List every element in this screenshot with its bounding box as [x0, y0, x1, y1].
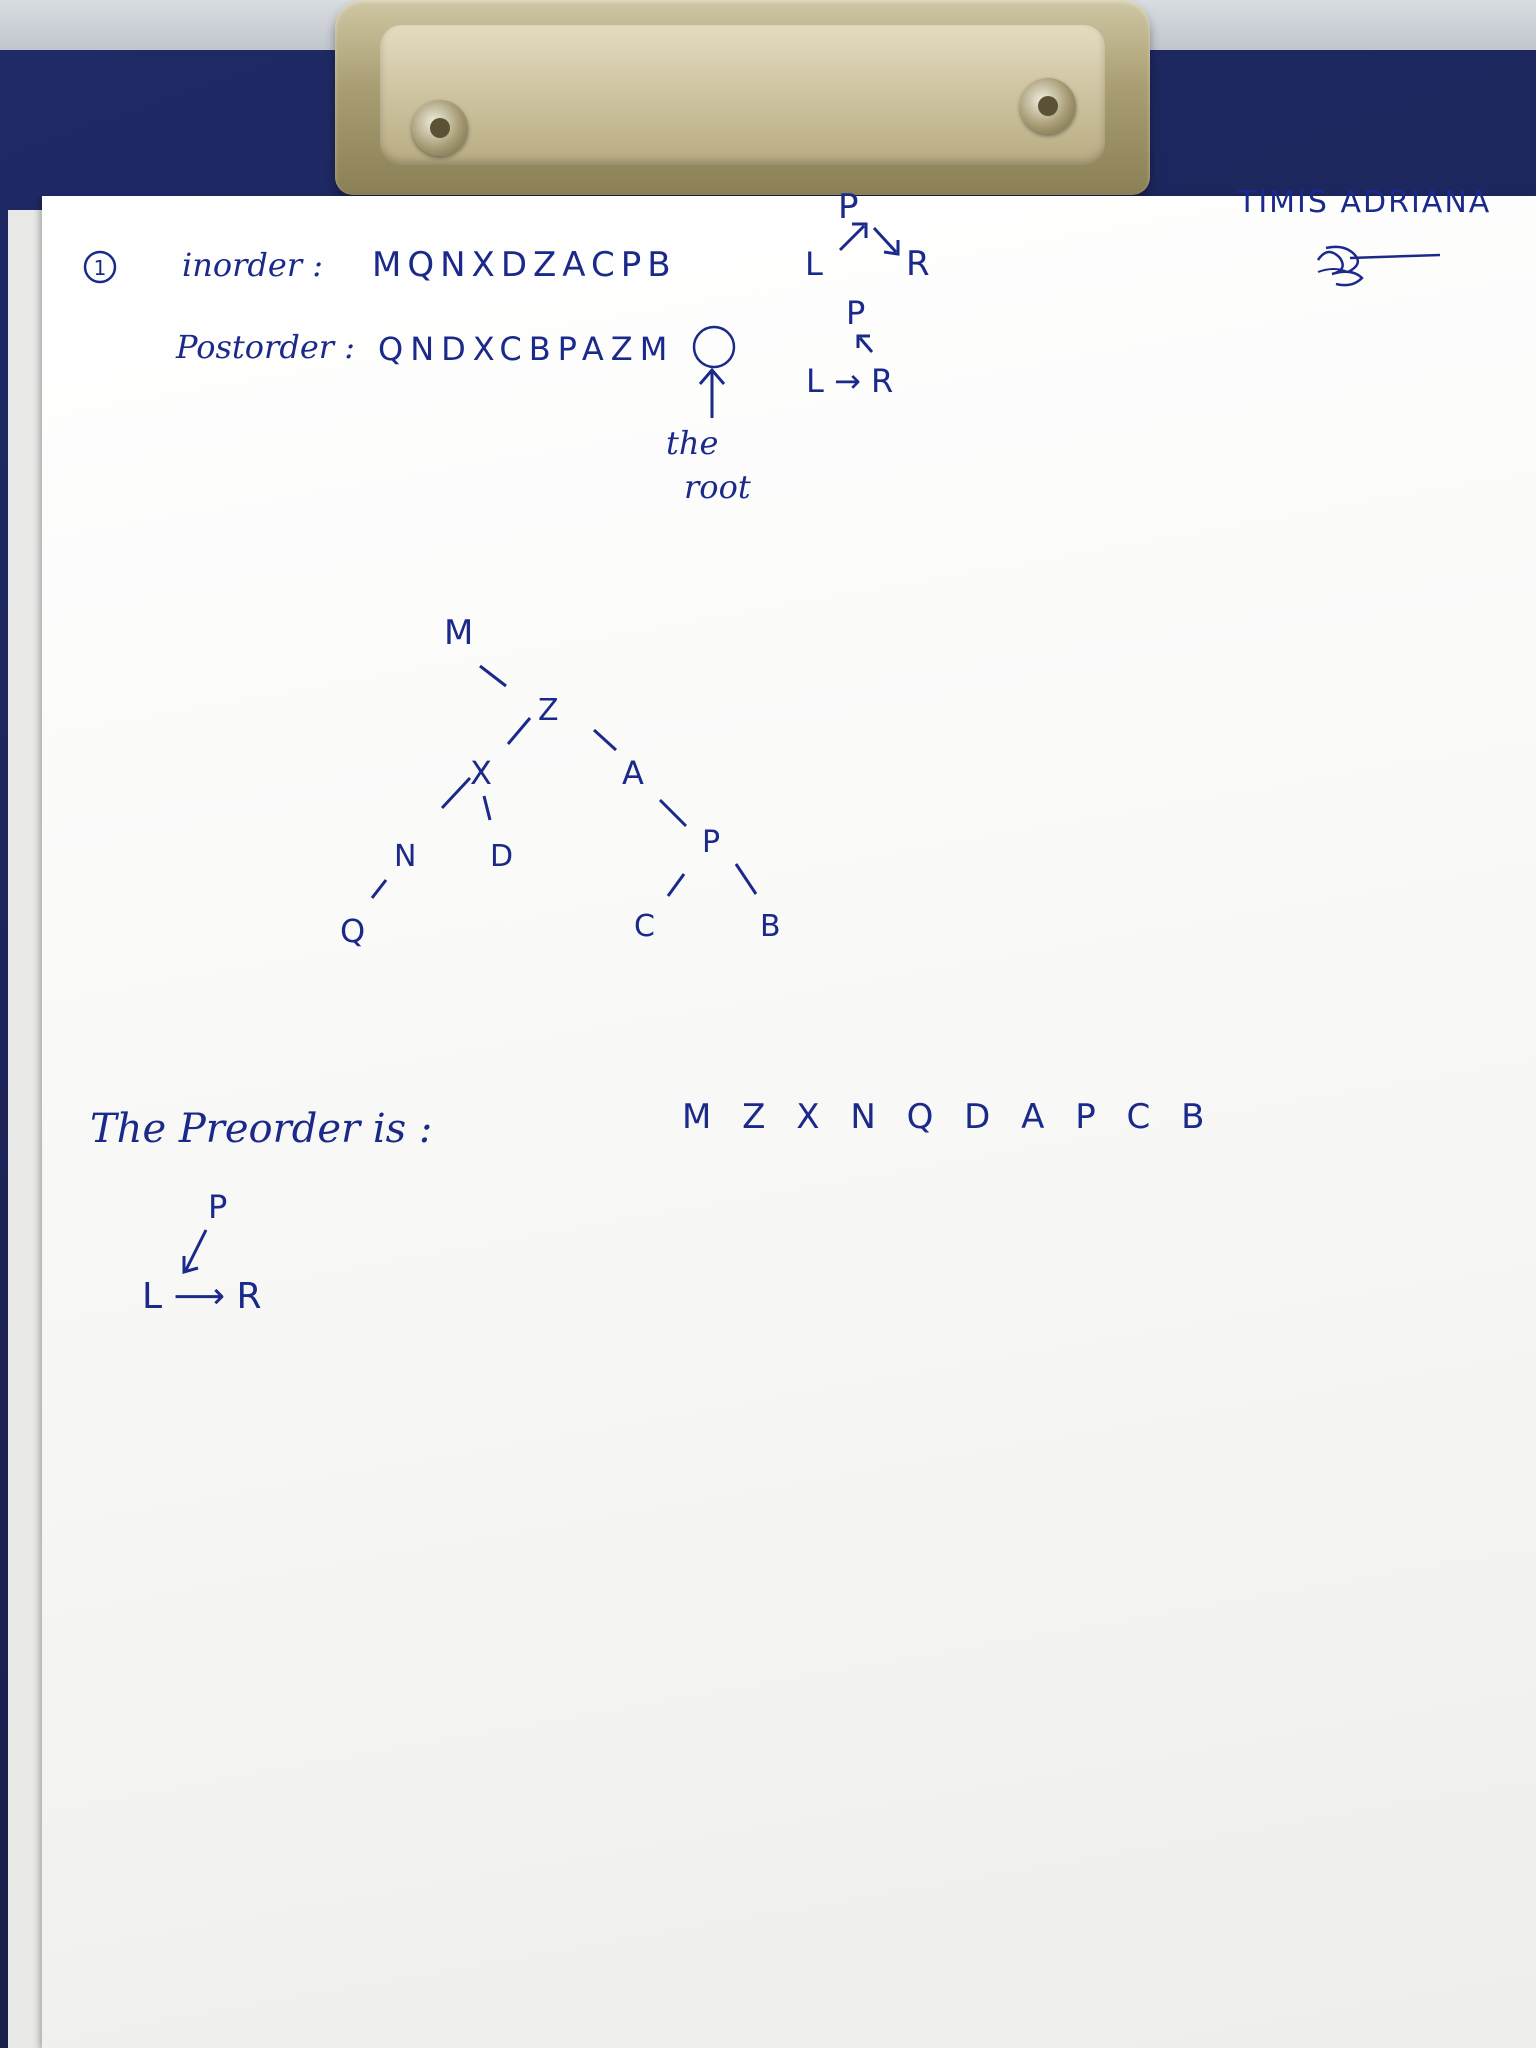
- root-note-root: root: [684, 468, 751, 506]
- tree-node-a: A: [622, 754, 644, 792]
- legend-mid-p: P: [846, 294, 865, 332]
- author-name: TIMIS ADRIANA: [1237, 185, 1491, 220]
- legend-bottom-lr: L ⟶ R: [142, 1276, 262, 1317]
- tree-node-z: Z: [538, 693, 559, 728]
- legend-top-arrow-up: [838, 222, 868, 252]
- tree-edges: [370, 664, 758, 899]
- tree-node-d: D: [490, 839, 513, 874]
- preorder-label: The Preorder is :: [90, 1106, 432, 1152]
- worksheet-page: [42, 196, 1536, 2048]
- edge-a-p: [658, 798, 688, 828]
- problem-number-circle: [83, 250, 117, 284]
- legend-mid-arrow: [856, 334, 874, 353]
- preorder-value: M Z X N Q D A P C B: [682, 1097, 1214, 1137]
- root-arrow: [698, 367, 726, 418]
- edge-n-q: [370, 879, 388, 899]
- edge-z-x: [506, 717, 532, 745]
- clipboard-clip-plate: [380, 25, 1105, 165]
- root-note-the: the: [666, 424, 718, 462]
- root-circle: [692, 325, 736, 369]
- tree-node-x: X: [470, 754, 492, 792]
- tree-node-p: P: [702, 825, 720, 860]
- legend-top-p: P: [838, 187, 859, 227]
- tree-node-q: Q: [340, 912, 365, 950]
- postorder-value: QNDXCBPAZM: [378, 330, 674, 368]
- tree-node-m: M: [444, 613, 473, 653]
- edge-m-z: [479, 664, 507, 688]
- legend-bottom-arrow: [182, 1229, 208, 1274]
- legend-top-r: R: [906, 244, 930, 284]
- tree-node-c: C: [634, 909, 655, 944]
- edge-p-c: [666, 873, 686, 897]
- clip-rivet-right: [1020, 78, 1076, 134]
- inorder-label: inorder :: [182, 246, 323, 284]
- tree-node-n: N: [394, 839, 416, 874]
- tree-node-b: B: [760, 909, 781, 944]
- legend-mid-lr: L → R: [806, 362, 893, 400]
- problem-number: 1: [94, 256, 107, 280]
- edge-x-d: [482, 795, 492, 821]
- edge-z-a: [592, 728, 618, 752]
- legend-top-arrow-down: [872, 226, 900, 256]
- postorder-label: Postorder :: [175, 328, 355, 366]
- edge-x-n: [440, 776, 472, 810]
- inorder-value: MQNXDZACPB: [372, 245, 677, 285]
- signature: [1316, 245, 1441, 287]
- legend-top-l: L: [805, 245, 823, 283]
- clip-rivet-left: [412, 100, 468, 156]
- legend-bottom-p: P: [208, 1188, 227, 1226]
- edge-p-b: [734, 863, 758, 895]
